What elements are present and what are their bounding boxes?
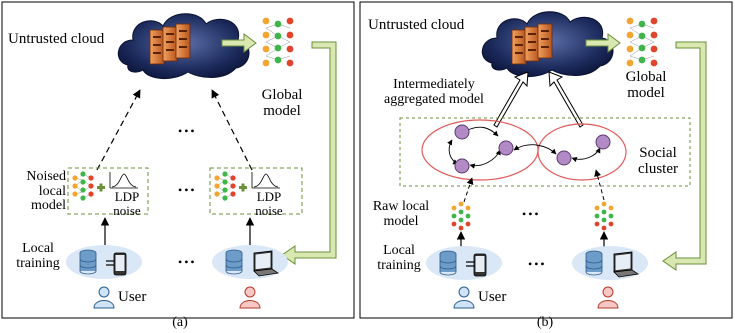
user-label-a: User (118, 289, 147, 305)
green-arrow-b-return (662, 41, 707, 271)
cluster-ellipse-left (421, 119, 539, 181)
ldp-noise-label-left: LDP noise (113, 189, 141, 218)
upload-arrow-b-left (493, 71, 529, 128)
user-label-b: User (478, 289, 507, 305)
ellipsis-a-mid: ••• (178, 183, 197, 197)
ldp-noise-label-right: LDP noise (255, 189, 283, 218)
green-arrow-b-top (585, 33, 621, 53)
raw-model-left-icon (451, 201, 471, 231)
local-training-label-a: Local training (16, 241, 60, 271)
plus-icon-right (239, 183, 247, 192)
database-icon-b-left (439, 250, 457, 276)
user-icon-a-left (93, 286, 115, 309)
caption-b: (b) (536, 315, 554, 330)
client-ellipse-b-right (572, 246, 648, 280)
noise-curve-right-icon (251, 172, 280, 189)
cloud-label-a: Untrusted cloud (8, 31, 105, 47)
cluster-nodes (454, 124, 611, 174)
ellipsis-b-bottom: ••• (528, 257, 547, 271)
global-model-b-icon (626, 17, 658, 67)
panel-b-frame (359, 1, 733, 319)
panel-a-frame (1, 1, 355, 319)
social-cluster-box (399, 117, 691, 187)
social-cluster-label: Social cluster (638, 145, 678, 177)
global-model-label-b: Global model (625, 69, 667, 101)
cluster-links (447, 126, 601, 169)
cluster-ellipse-right (537, 123, 627, 181)
noised-model-right-icon (213, 170, 237, 202)
client-ellipse-b-left (426, 246, 502, 280)
ellipsis-a-bottom: ••• (178, 255, 197, 269)
client-ellipse-a-right (212, 245, 288, 279)
global-model-label-a: Global model (261, 87, 303, 119)
green-arrow-a-top (221, 33, 257, 53)
noise-curve-left-icon (109, 172, 138, 189)
ellipsis-b-mid: ••• (522, 207, 541, 221)
raw-local-model-label: Raw local model (372, 199, 430, 229)
cloud-label-b: Untrusted cloud (368, 17, 465, 33)
database-icon-a-left (79, 249, 97, 275)
local-training-label-b: Local training (377, 243, 421, 273)
raw-model-right-icon (594, 201, 614, 231)
up-arrow-b-left-upper (463, 177, 474, 203)
noised-model-left-icon (71, 170, 95, 202)
noised-local-model-label: Noised local model (26, 169, 66, 214)
green-arrow-a-return (281, 41, 337, 265)
client-ellipse-a-left (66, 245, 142, 279)
upload-arrow-a-left (96, 89, 141, 171)
upload-arrow-a-right (211, 89, 253, 171)
caption-a: (a) (172, 315, 188, 330)
user-icon-a-right (239, 286, 261, 309)
global-model-a-icon (262, 17, 294, 67)
user-icon-b-right (597, 286, 619, 309)
intermediate-model-label: Intermediately aggregated model (384, 77, 484, 107)
plus-icon-left (97, 183, 105, 192)
noised-box-right (209, 167, 303, 215)
user-icon-b-left (453, 286, 475, 309)
up-arrow-b-right-upper (594, 169, 605, 201)
database-icon-b-right (585, 250, 603, 276)
upload-arrow-b-right (548, 71, 584, 128)
ellipsis-a-top: ••• (178, 124, 197, 138)
database-icon-a-right (225, 249, 243, 275)
